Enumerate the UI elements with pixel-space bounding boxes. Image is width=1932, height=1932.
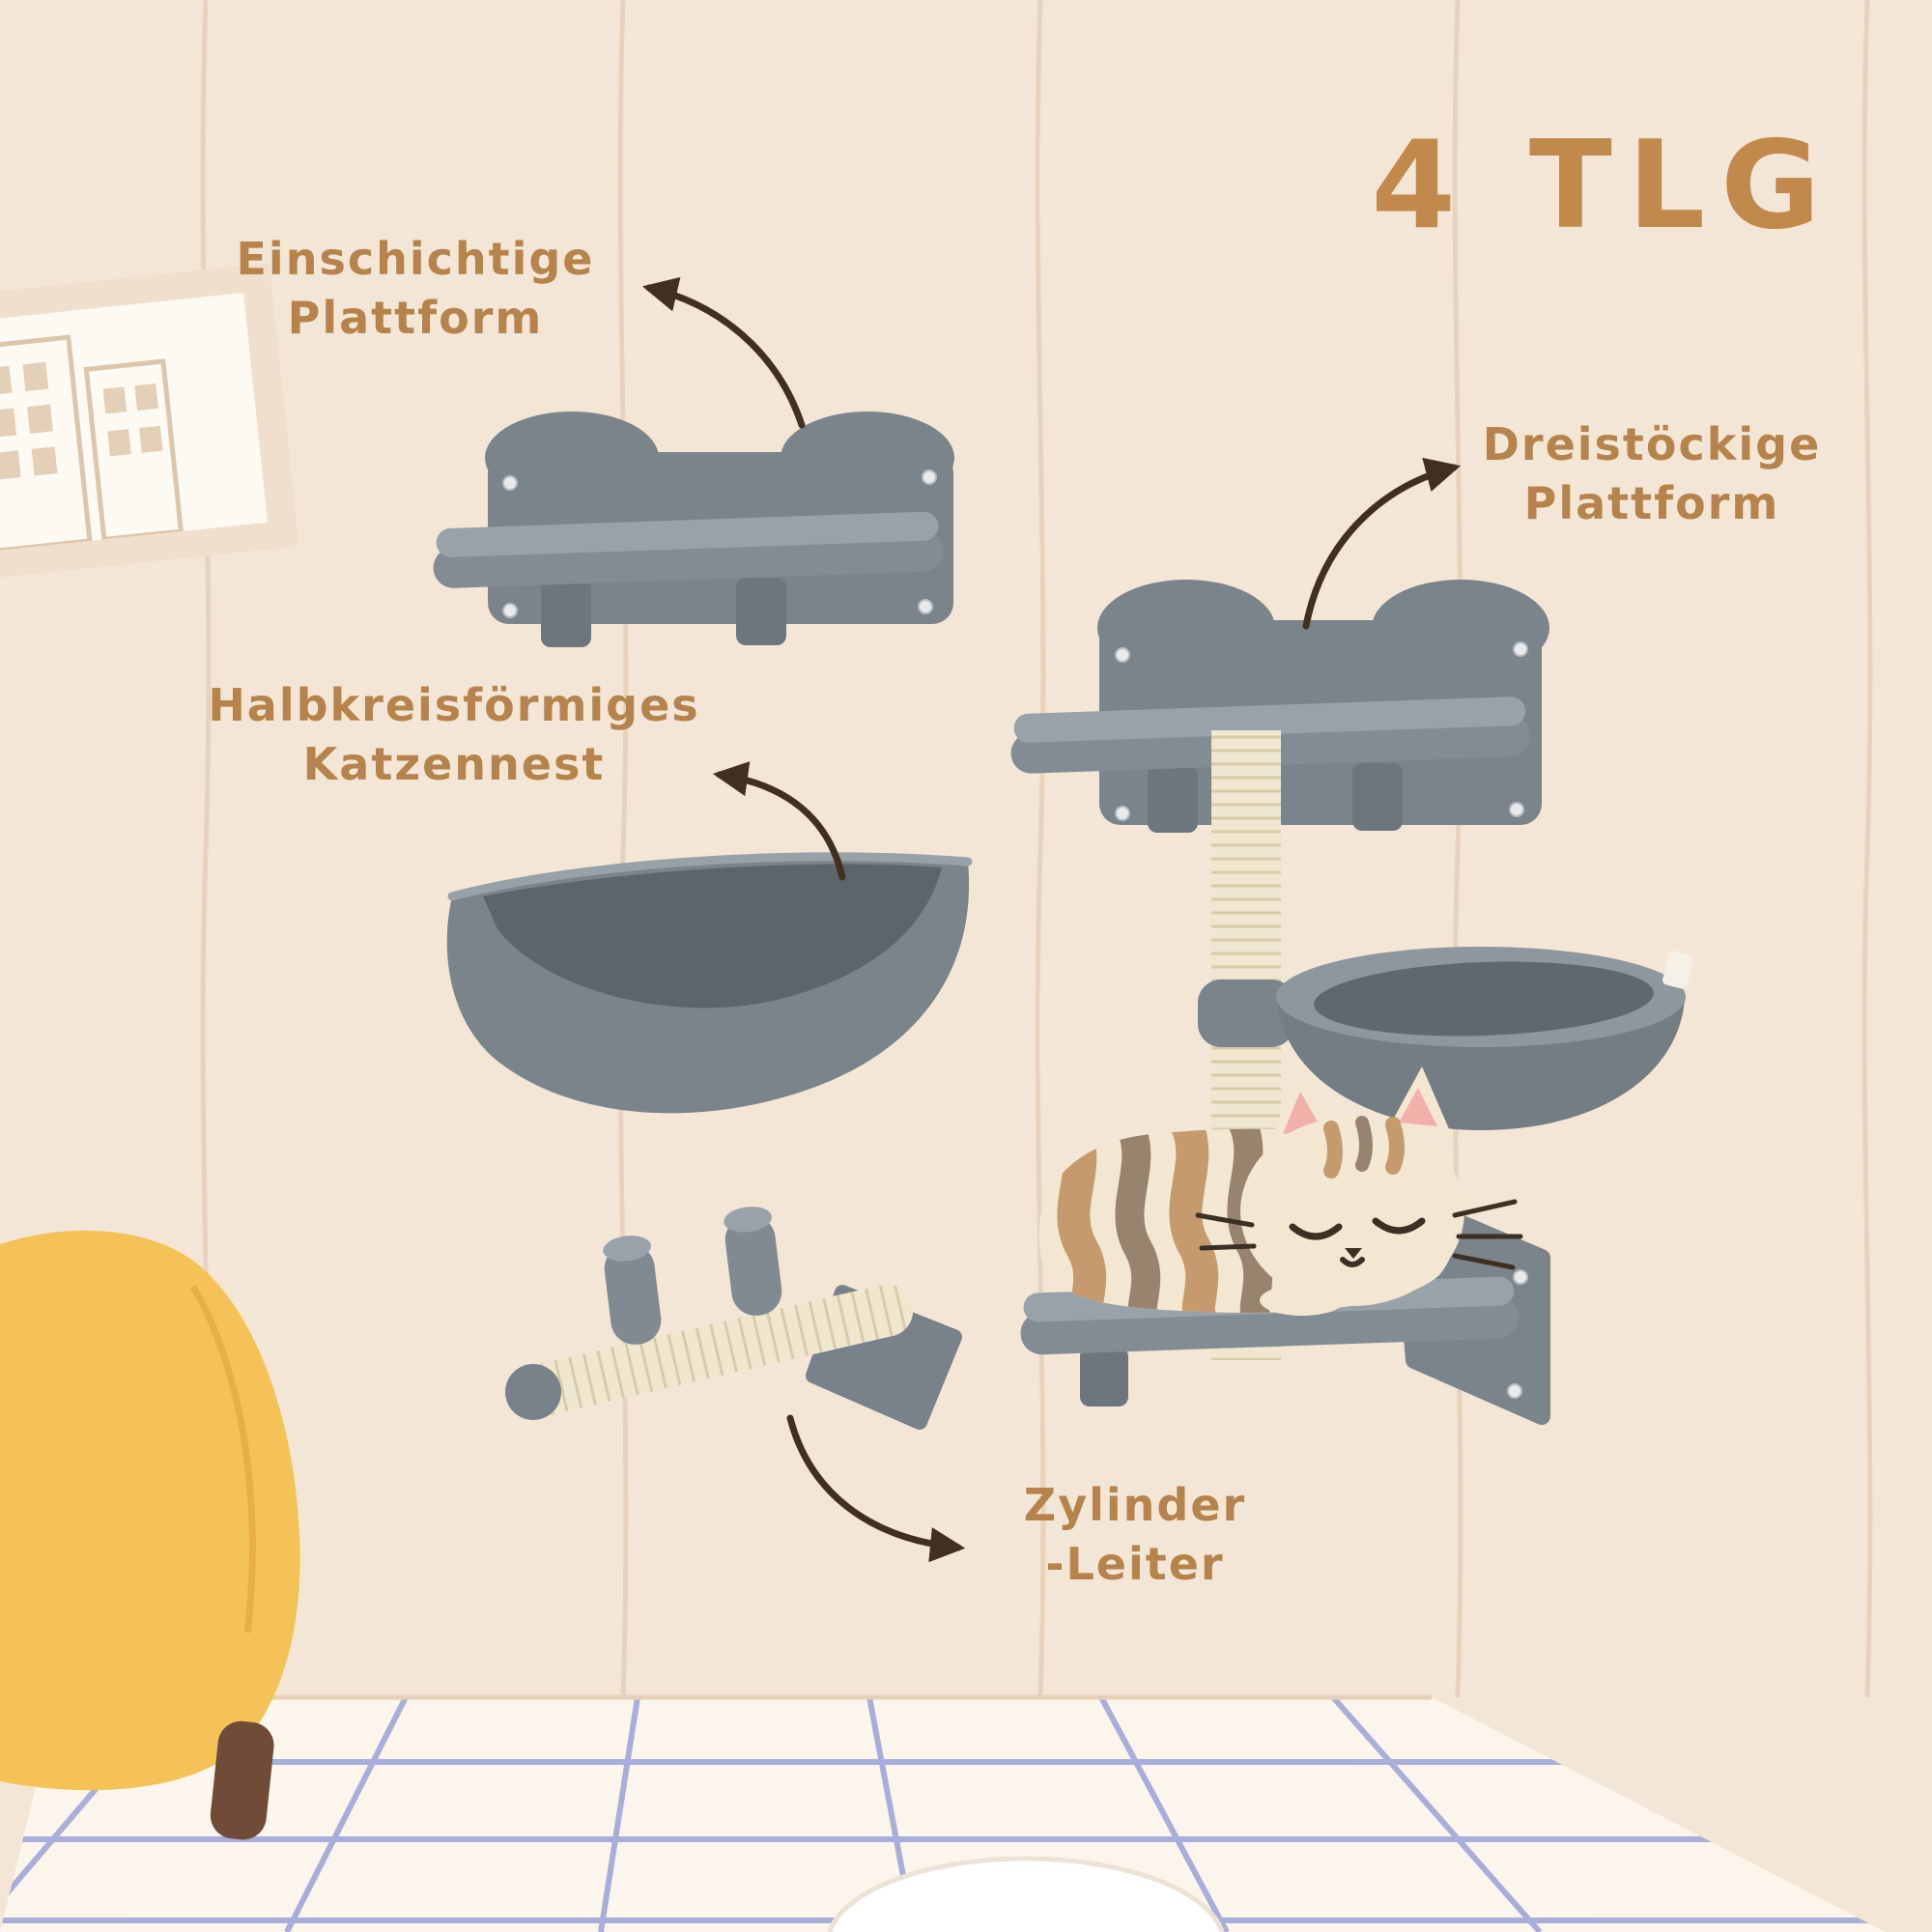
round-basket	[1276, 947, 1693, 1130]
sleeping-cat-illustration	[1038, 1066, 1523, 1316]
cat-head	[1240, 1117, 1464, 1306]
label-single-platform-line1: Einschichtige	[236, 233, 595, 285]
ladder-peg	[724, 1207, 782, 1316]
label-three-tier-platform-line2: Plattform	[1523, 476, 1780, 529]
arrow-three-tier-platform	[1302, 457, 1462, 630]
label-cat-nest: Halbkreisförmiges Katzennest	[126, 676, 782, 793]
armchair	[0, 1230, 300, 1840]
white-object	[827, 1856, 1225, 1932]
single-platform-illustration	[433, 412, 954, 647]
label-three-tier-platform-line1: Dreistöckige	[1482, 418, 1822, 470]
cat-eye-right	[1372, 1217, 1426, 1235]
label-cylinder-ladder-line1: Zylinder	[1023, 1479, 1247, 1531]
window-picture	[0, 262, 299, 584]
tiled-floor	[0, 1694, 1886, 1932]
arrow-single-platform	[641, 276, 806, 429]
label-cylinder-ladder-line2: -Leiter	[1045, 1537, 1225, 1590]
arrow-cat-nest	[712, 761, 846, 881]
label-cylinder-ladder: Zylinder -Leiter	[952, 1476, 1319, 1593]
label-single-platform-line2: Plattform	[287, 291, 544, 344]
fabric-tag	[1662, 951, 1693, 989]
post-plush-ring	[1198, 980, 1294, 1047]
ladder-peg	[603, 1236, 662, 1345]
label-cat-nest-line1: Halbkreisförmiges	[208, 679, 700, 731]
cat-eye-left	[1289, 1223, 1343, 1240]
armchair-leg	[210, 1720, 274, 1840]
cylinder-ladder-illustration	[505, 1207, 962, 1430]
cat-nest-illustration	[446, 852, 973, 1114]
arrow-cylinder-ladder	[786, 1414, 966, 1563]
label-cat-nest-line2: Katzennest	[302, 737, 606, 790]
label-three-tier-platform: Dreistöckige Plattform	[1391, 415, 1913, 532]
building-outline-1	[0, 334, 93, 554]
label-single-platform: Einschichtige Plattform	[135, 230, 696, 347]
headline-4tlg: 4 TLG	[1371, 114, 1836, 256]
building-outline-2	[83, 358, 185, 543]
annotation-arrows	[641, 276, 1462, 1563]
